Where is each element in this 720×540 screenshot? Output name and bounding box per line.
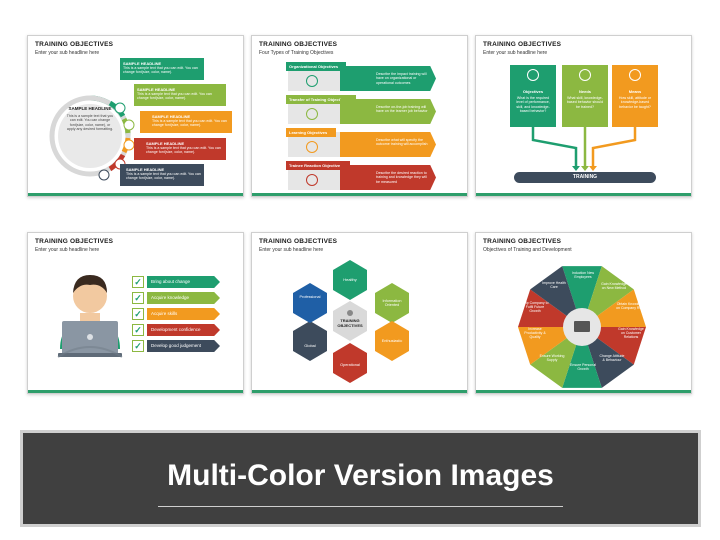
training-bar: TRAINING	[514, 172, 656, 183]
objective-row-3: Learning Objectives Describe what will s…	[286, 128, 436, 157]
seg-label-10: Improve Health Care	[542, 281, 566, 290]
card-text: What is the required level of performanc…	[516, 96, 550, 114]
checklist: ✓ Bring about change ✓ Acquire knowledge…	[132, 276, 220, 356]
ribbon-label: Learning Objectives	[286, 128, 336, 137]
card-icon	[579, 69, 591, 81]
ribbon-label: Transfer of Training Objectives	[286, 95, 356, 104]
objective-text: Describe the desired reaction to trainin…	[340, 165, 436, 190]
slide-subtitle: Objectives of Training and Development	[483, 247, 572, 253]
banner-title: Multi-Color Version Images	[167, 459, 554, 492]
objective-icon	[306, 75, 318, 87]
objective-text: Describe the impact training will have o…	[340, 66, 436, 91]
objective-text: Describe on-the-job training will have o…	[340, 99, 436, 124]
ribbon-label: Trainee Reaction Objectives	[286, 161, 350, 170]
card-icon	[629, 69, 641, 81]
seg-label-1: Induction New Employees	[571, 271, 595, 280]
thumbnail-slide-4[interactable]: TRAINING OBJECTIVES Enter your sub headl…	[27, 232, 244, 394]
center-label: TRAINING OBJECTIVES	[337, 318, 363, 328]
check-icon: ✓	[132, 292, 144, 304]
card-means: Means How skill, attitude or knowledge-b…	[612, 65, 658, 127]
circle-diagram	[49, 95, 135, 181]
card-icon	[527, 69, 539, 81]
item-4: SAMPLE HEADLINE This is a sample text th…	[134, 138, 226, 160]
card-objectives: Objectives What is the required level of…	[510, 65, 556, 127]
slide-subtitle: Four Types of Training Objectives	[259, 50, 334, 56]
card-needs: Needs What skill, knowledge-based behavi…	[562, 65, 608, 127]
objective-icon	[306, 174, 318, 186]
decagon-diagram	[518, 266, 646, 388]
hex-label-information: Information Oriented	[382, 299, 402, 307]
hex-label-healthy: Healthy	[343, 277, 357, 282]
hex-label-enthusiastic: Enthusiastic	[381, 339, 403, 343]
center-text: This is a sample text that you can edit.…	[66, 114, 114, 132]
seg-label-6: Ensure Personal Growth	[570, 363, 596, 372]
slide-title: TRAINING OBJECTIVES	[259, 41, 338, 48]
card-text: What skill, knowledge-based behavior sho…	[566, 96, 604, 109]
slide-footer-line	[252, 390, 467, 393]
objective-row-2: Transfer of Training Objectives Describe…	[286, 95, 436, 124]
objective-row-1: Organizational Objectives Describe the i…	[286, 62, 436, 91]
slide-title: TRAINING OBJECTIVES	[483, 41, 562, 48]
slide-footer-line	[252, 193, 467, 196]
slide-subtitle: Enter your sub headline here	[35, 247, 100, 253]
thumbnail-slide-1[interactable]: TRAINING OBJECTIVES Enter your sub headl…	[27, 35, 244, 197]
slide-title: TRAINING OBJECTIVES	[483, 238, 562, 245]
check-icon: ✓	[132, 324, 144, 336]
checklist-item: ✓ Acquire knowledge	[132, 292, 220, 304]
slide-footer-line	[28, 390, 243, 393]
card-label: Means	[628, 89, 642, 94]
check-icon: ✓	[132, 340, 144, 352]
slide-title: TRAINING OBJECTIVES	[35, 41, 114, 48]
ribbon-label: Organizational Objectives	[286, 62, 346, 71]
banner-divider	[158, 506, 563, 507]
checklist-item: ✓ Develop good judgement	[132, 340, 220, 352]
objective-row-4: Trainee Reaction Objectives Describe the…	[286, 161, 436, 190]
hex-label-operational: Operational	[340, 363, 360, 367]
item-1: SAMPLE HEADLINE This is a sample text th…	[120, 58, 204, 80]
slide-footer-line	[476, 390, 691, 393]
slide-title: TRAINING OBJECTIVES	[35, 238, 114, 245]
item-2: SAMPLE HEADLINE This is a sample text th…	[134, 84, 226, 106]
seg-label-2: Gain Knowledge on New Method	[601, 282, 627, 291]
checklist-item: ✓ Development confidence	[132, 324, 220, 336]
version-banner: Multi-Color Version Images	[20, 430, 701, 527]
seg-label-4: Gain Knowledge on Customer Relations	[618, 327, 644, 340]
seg-label-9: Help Company to Fulfil Future Growth	[521, 301, 549, 314]
check-icon: ✓	[132, 308, 144, 320]
thumbnail-slide-3[interactable]: TRAINING OBJECTIVES Enter your sub headl…	[475, 35, 692, 197]
seg-label-8: Increase Productivity & Quality	[524, 327, 546, 340]
card-label: Needs	[578, 89, 591, 94]
thumbnail-slide-6[interactable]: TRAINING OBJECTIVES Objectives of Traini…	[475, 232, 692, 394]
checklist-item: ✓ Acquire skills	[132, 308, 220, 320]
thumbnail-slide-2[interactable]: TRAINING OBJECTIVES Four Types of Traini…	[251, 35, 468, 197]
seg-label-3: Obtain Knowledge on Company Rules	[616, 302, 646, 311]
hexagon-diagram	[293, 260, 409, 383]
objective-icon	[306, 108, 318, 120]
slide-subtitle: Enter your sub headline here	[483, 50, 548, 56]
slide-footer-line	[28, 193, 243, 196]
item-5: SAMPLE HEADLINE This is a sample text th…	[120, 164, 204, 186]
hex-label-global: Global	[304, 343, 316, 348]
slide-footer-line	[476, 193, 691, 196]
slide-title: TRAINING OBJECTIVES	[259, 238, 338, 245]
card-text: How skill, attitude or knowledge-based b…	[618, 96, 652, 109]
seg-label-7: Ensure Working Supply	[539, 354, 565, 363]
check-icon: ✓	[132, 276, 144, 288]
hex-label-professional: Professional	[299, 295, 321, 299]
item-3: SAMPLE HEADLINE This is a sample text th…	[140, 111, 232, 133]
checklist-item: ✓ Bring about change	[132, 276, 220, 288]
objective-icon	[306, 141, 318, 153]
connector-lines	[531, 127, 637, 171]
person-laptop-illustration	[57, 275, 123, 358]
slide-subtitle: Enter your sub headline here	[259, 247, 324, 253]
slide-subtitle: Enter your sub headline here	[35, 50, 100, 56]
card-label: Objectives	[522, 89, 544, 94]
seg-label-5: Change Attitude & Behaviour	[599, 354, 625, 363]
center-headline: SAMPLE HEADLINE	[68, 106, 112, 111]
thumbnail-slide-5[interactable]: TRAINING OBJECTIVES Enter your sub headl…	[251, 232, 468, 394]
objective-text: Describe what will specify the outcome t…	[340, 132, 436, 157]
